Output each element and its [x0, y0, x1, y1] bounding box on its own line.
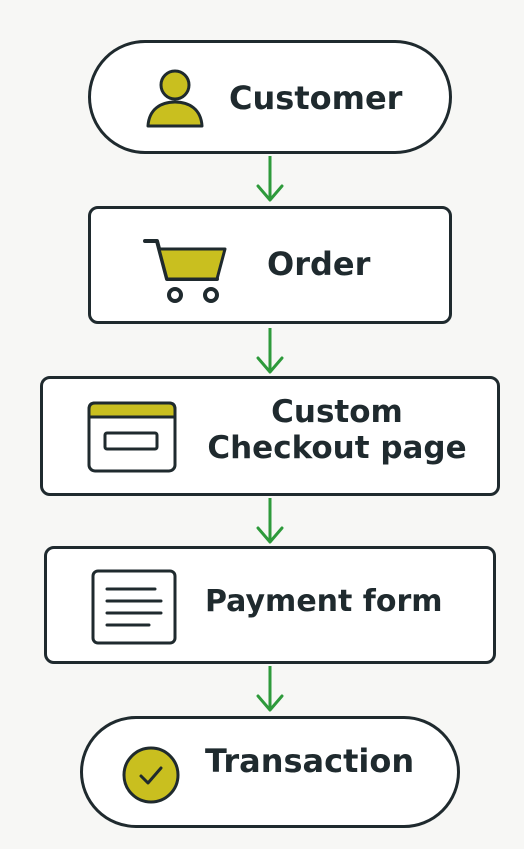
flow-node-order: Order: [88, 206, 452, 324]
flow-node-transaction: Transaction: [80, 716, 460, 828]
order-label: Order: [267, 245, 371, 283]
flow-arrow-2: [256, 328, 284, 374]
flow-arrow-1: [256, 156, 284, 202]
custom-checkout-page-label-line1: Custom: [271, 394, 403, 430]
transaction-label: Transaction: [205, 742, 415, 780]
check-circle-icon: [122, 746, 180, 804]
flow-node-payment-form: Payment form: [44, 546, 496, 664]
browser-window-icon: [87, 401, 177, 473]
customer-label: Customer: [229, 79, 403, 117]
payment-form-label: Payment form: [205, 584, 443, 619]
custom-checkout-page-label: Custom Checkout page: [201, 394, 473, 466]
form-document-icon: [91, 569, 177, 645]
user-icon: [146, 69, 204, 128]
shopping-cart-icon: [143, 239, 227, 303]
custom-checkout-page-label-line2: Checkout page: [207, 429, 467, 466]
flow-node-custom-checkout-page: Custom Checkout page: [40, 376, 500, 496]
flow-node-customer: Customer: [88, 40, 452, 154]
flow-arrow-3: [256, 498, 284, 544]
flow-arrow-4: [256, 666, 284, 712]
